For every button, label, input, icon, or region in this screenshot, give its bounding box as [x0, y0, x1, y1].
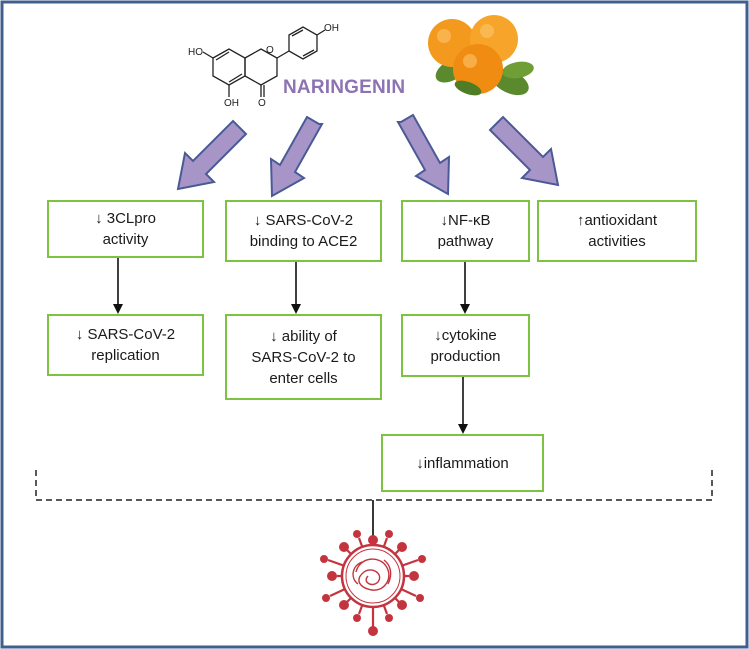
virus-icon	[320, 530, 426, 636]
oranges-icon	[428, 15, 534, 96]
box-cytokine-production: ↓cytokine production	[401, 314, 530, 377]
atom-label-oh-ring-b: OH	[324, 23, 339, 34]
box-replication: ↓ SARS-CoV-2 replication	[47, 314, 204, 376]
big-arrow-to-3clpro	[176, 119, 248, 191]
box-enter-cells: ↓ ability of SARS-CoV-2 to enter cells	[225, 314, 382, 400]
box-inflammation: ↓inflammation	[381, 434, 544, 492]
box-3clpro-activity: ↓ 3CLpro activity	[47, 200, 204, 258]
naringenin-structure-icon	[202, 26, 326, 97]
connector-arrows	[113, 258, 470, 434]
diagram-title: NARINGENIN	[283, 77, 406, 98]
big-arrow-to-ace2	[269, 115, 324, 198]
box-ace2-binding: ↓ SARS-CoV-2 binding to ACE2	[225, 200, 382, 262]
atom-label-carbonyl-oxygen: O	[258, 98, 266, 109]
dashed-bracket	[35, 470, 713, 501]
box-antioxidant-activities: ↑antioxidant activities	[537, 200, 697, 262]
naringenin-atom-labels: HO OH OH O O	[188, 23, 339, 109]
atom-label-ho: HO	[188, 47, 203, 58]
box-nfkb-pathway: ↓NF-κB pathway	[401, 200, 530, 262]
atom-label-oh-ring-a: OH	[224, 98, 239, 109]
atom-label-ring-oxygen: O	[266, 45, 274, 56]
big-arrows	[176, 113, 560, 198]
big-arrow-to-nfkb	[396, 113, 451, 196]
big-arrow-to-antioxidant	[488, 115, 560, 187]
